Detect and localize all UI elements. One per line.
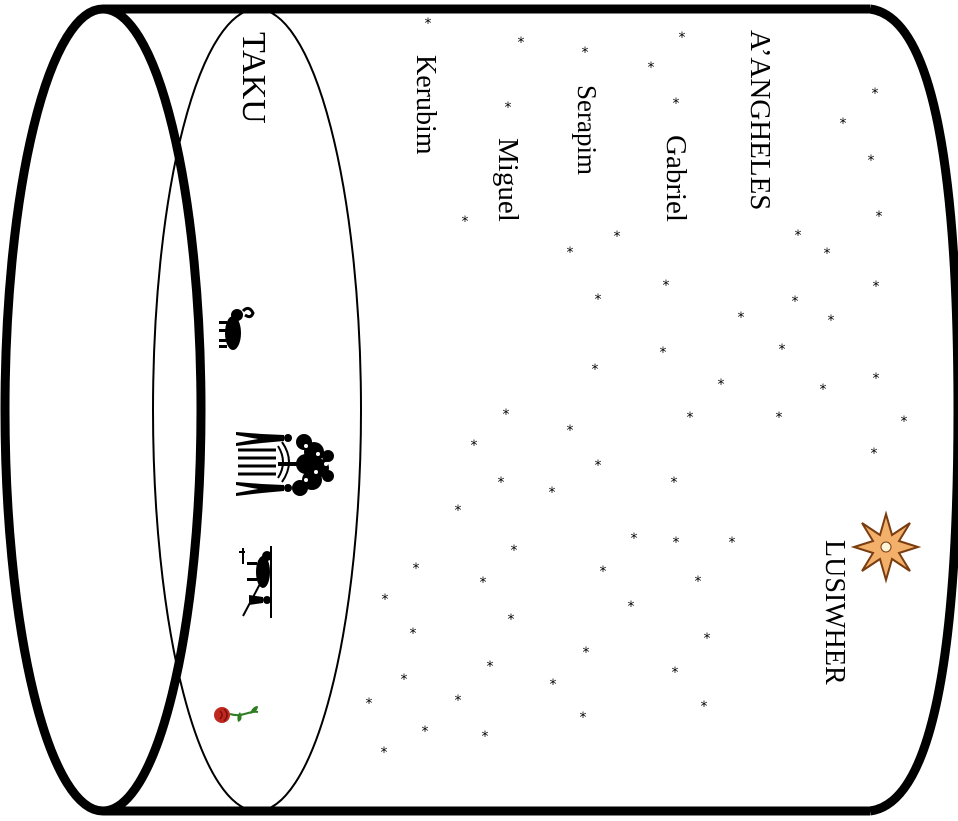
star-mark: * bbox=[480, 575, 487, 591]
star-mark: * bbox=[462, 214, 469, 230]
star-mark: * bbox=[873, 371, 880, 387]
rose-icon bbox=[214, 706, 258, 723]
star-mark: * bbox=[738, 310, 745, 326]
star-mark: * bbox=[824, 246, 831, 262]
star-mark: * bbox=[614, 229, 621, 245]
label-angheles: A’ANGHELES bbox=[744, 30, 776, 210]
label-kerubim: Kerubim bbox=[410, 55, 441, 155]
star-mark: * bbox=[828, 313, 835, 329]
ram-icon bbox=[219, 308, 253, 350]
star-mark: * bbox=[871, 446, 878, 462]
star-mark: * bbox=[868, 153, 875, 169]
star-mark: * bbox=[482, 729, 489, 745]
star-mark: * bbox=[671, 475, 678, 491]
star-mark: * bbox=[679, 30, 686, 46]
star-mark: * bbox=[687, 410, 694, 426]
star-mark: * bbox=[729, 535, 736, 551]
star-mark: * bbox=[776, 410, 783, 426]
star-mark: * bbox=[549, 485, 556, 501]
star-mark: * bbox=[487, 659, 494, 675]
star-mark: * bbox=[422, 724, 429, 740]
star-mark: * bbox=[455, 503, 462, 519]
star-mark: * bbox=[663, 278, 670, 294]
star-mark: * bbox=[595, 292, 602, 308]
star-mark: * bbox=[628, 599, 635, 615]
star-mark: * bbox=[583, 645, 590, 661]
star-mark: * bbox=[695, 574, 702, 590]
star-mark: * bbox=[413, 561, 420, 577]
star-mark: * bbox=[718, 377, 725, 393]
adam-eve-tree-icon bbox=[236, 432, 334, 496]
star-mark: * bbox=[580, 710, 587, 726]
star-mark: * bbox=[410, 626, 417, 642]
earth-ellipse bbox=[153, 9, 361, 811]
star-mark: * bbox=[382, 592, 389, 608]
plow-oxen-icon bbox=[239, 546, 272, 618]
cylinder-left-cap bbox=[5, 9, 201, 811]
star-mark: * bbox=[673, 96, 680, 112]
star-mark: * bbox=[901, 414, 908, 430]
star-mark: * bbox=[455, 693, 462, 709]
star-mark: * bbox=[401, 672, 408, 688]
star-mark: * bbox=[518, 35, 525, 51]
star-mark: * bbox=[381, 745, 388, 761]
star-mark: * bbox=[471, 438, 478, 454]
star-mark: * bbox=[550, 677, 557, 693]
star-mark: * bbox=[873, 279, 880, 295]
star-mark: * bbox=[795, 228, 802, 244]
star-mark: * bbox=[872, 86, 879, 102]
label-miguel: Miguel bbox=[492, 138, 524, 222]
star-mark: * bbox=[567, 423, 574, 439]
star-mark: * bbox=[425, 16, 432, 32]
star-mark: * bbox=[673, 535, 680, 551]
star-mark: * bbox=[660, 345, 667, 361]
star-mark: * bbox=[792, 294, 799, 310]
star-mark: * bbox=[595, 458, 602, 474]
star-mark: * bbox=[592, 362, 599, 378]
star-mark: * bbox=[366, 696, 373, 712]
star-mark: * bbox=[498, 475, 505, 491]
star-mark: * bbox=[505, 100, 512, 116]
labels: TAKU A’ANGHELES Gabriel Serapim Miguel K… bbox=[235, 30, 850, 685]
star-mark: * bbox=[820, 382, 827, 398]
star-mark: * bbox=[631, 531, 638, 547]
label-serapim: Serapim bbox=[572, 85, 602, 175]
star-mark: * bbox=[779, 342, 786, 358]
label-lusiwher: LUSIWHER bbox=[819, 540, 850, 685]
star-mark: * bbox=[582, 45, 589, 61]
star-mark: * bbox=[648, 60, 655, 76]
star-mark: * bbox=[672, 665, 679, 681]
star-mark: * bbox=[508, 612, 515, 628]
star-mark: * bbox=[600, 564, 607, 580]
label-taku: TAKU bbox=[235, 32, 272, 124]
star-mark: * bbox=[704, 631, 711, 647]
star-mark: * bbox=[840, 116, 847, 132]
star-mark: * bbox=[701, 699, 708, 715]
star-mark: * bbox=[511, 543, 518, 559]
star-mark: * bbox=[567, 245, 574, 261]
star-mark: * bbox=[503, 407, 510, 423]
cylinder-outline bbox=[5, 9, 958, 811]
label-gabriel: Gabriel bbox=[660, 135, 692, 222]
star-mark: * bbox=[876, 209, 883, 225]
lusiwher-star-icon bbox=[854, 514, 918, 580]
